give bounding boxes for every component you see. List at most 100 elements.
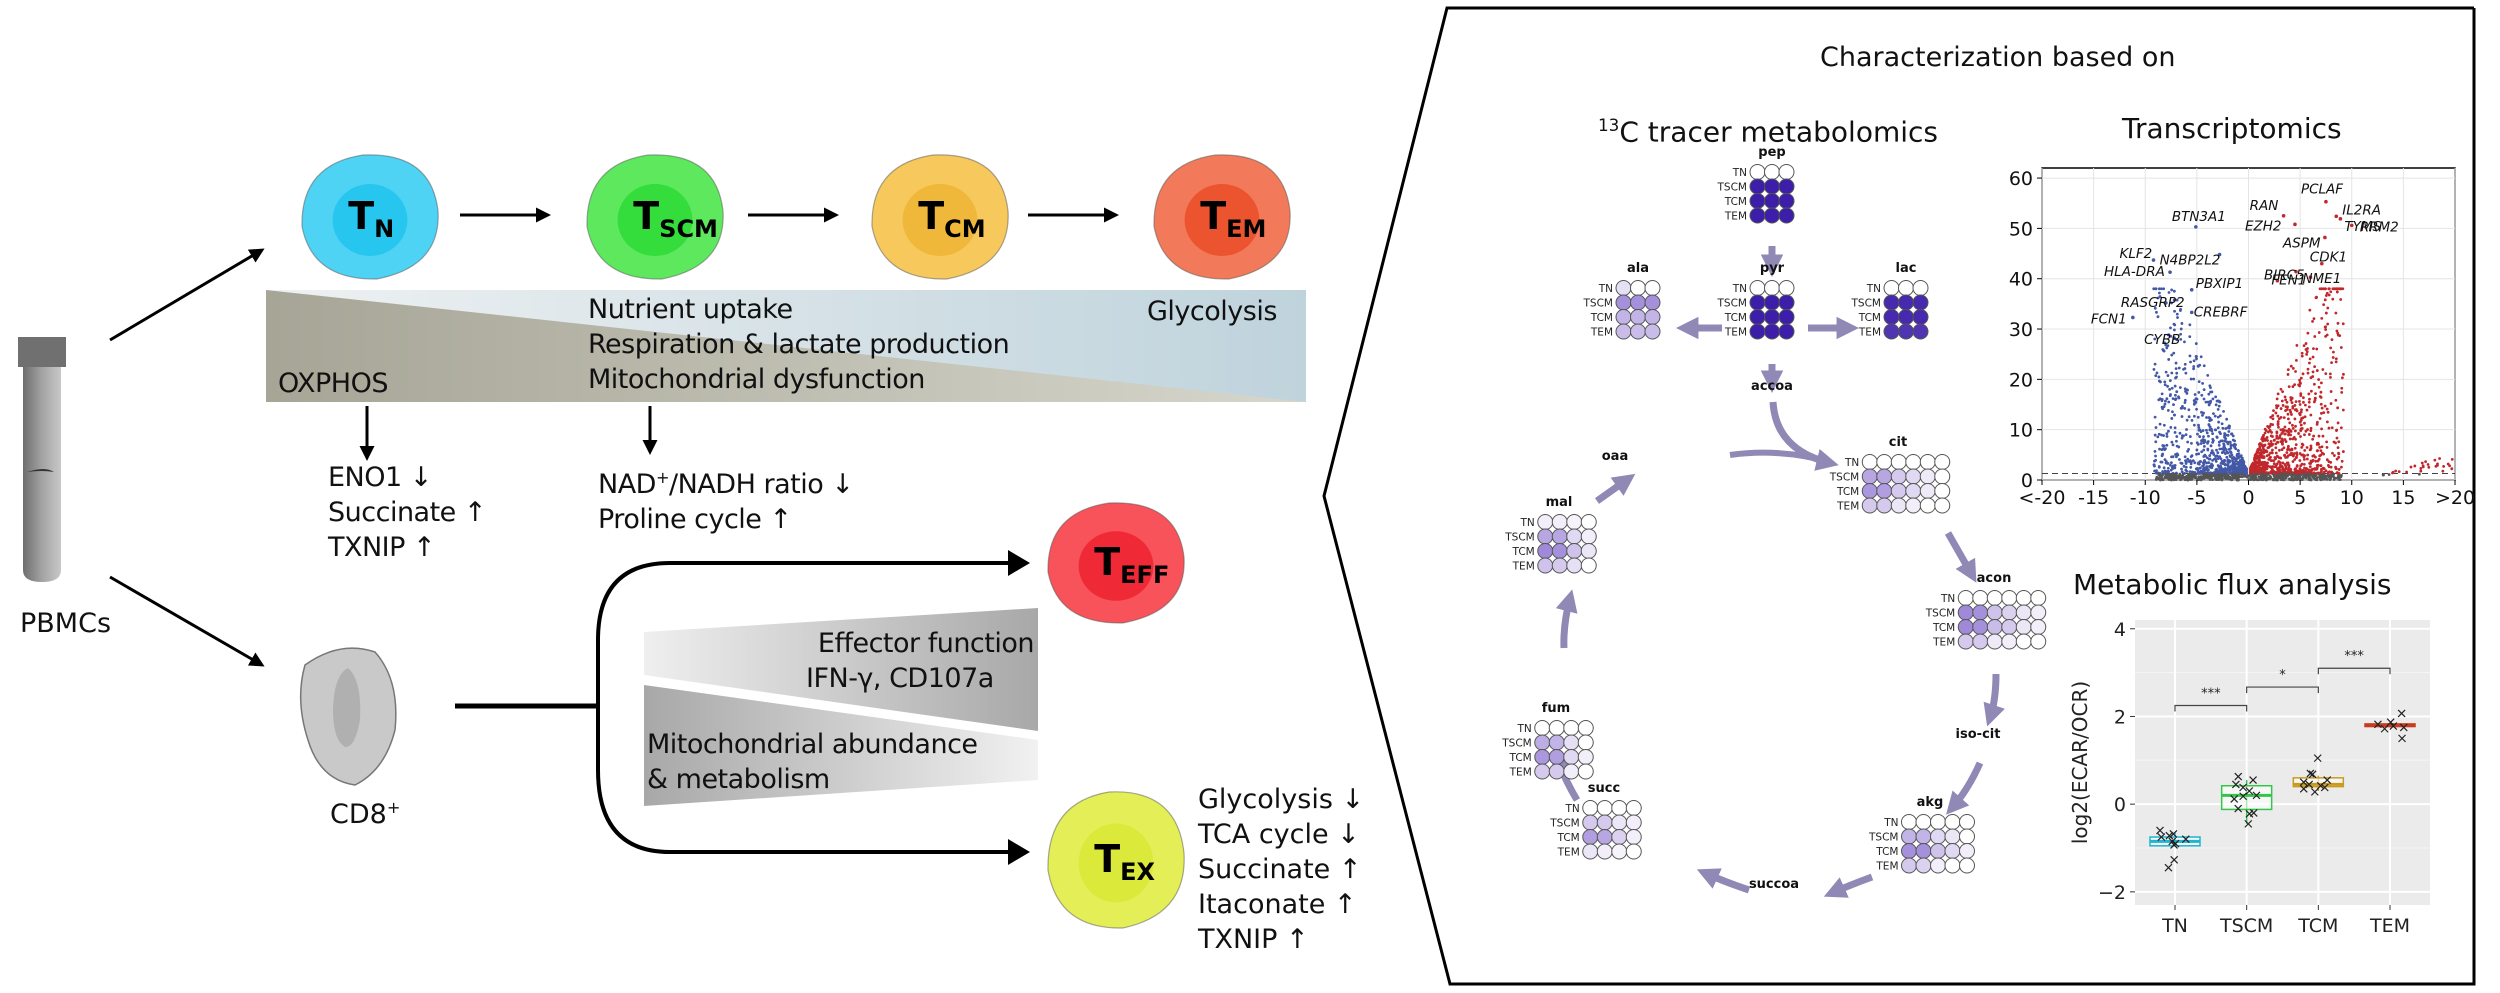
flow-arrow <box>1944 531 1977 583</box>
gene-point <box>2277 467 2281 471</box>
gene-point <box>2218 447 2222 451</box>
gene-point <box>2208 419 2212 422</box>
significance-label: *** <box>2201 687 2221 702</box>
row-label: TSCM <box>1549 818 1579 830</box>
gene-point <box>2192 359 2196 363</box>
gene-point <box>2286 412 2290 416</box>
gene-point <box>2320 411 2323 415</box>
gene-point-ns <box>2268 477 2272 481</box>
isotopologue-dot <box>1625 829 1642 845</box>
gene-point <box>2288 453 2292 457</box>
isotopologue-dot <box>1986 619 2003 635</box>
row-label: TEM <box>1724 211 1747 223</box>
gene-point <box>2316 420 2319 424</box>
gene-label: PCLAF <box>2301 182 2343 198</box>
isotopologue-dot <box>1883 280 1900 296</box>
gene-point <box>2227 447 2231 451</box>
gene-point <box>2177 395 2180 399</box>
isotopologue-dot <box>1883 323 1900 340</box>
gene-point <box>2165 346 2169 350</box>
gene-point <box>2282 429 2286 432</box>
isotopologue-dot <box>1915 828 1932 845</box>
gene-point <box>2153 459 2156 463</box>
gene-point <box>2421 465 2425 469</box>
metabolite-label: ala <box>1627 261 1649 276</box>
cell-tex: TEX <box>1047 791 1185 929</box>
gene-point <box>2175 338 2179 342</box>
metabolite-label: pyr <box>1760 261 1785 276</box>
gene-point <box>2250 464 2253 468</box>
gene-point <box>2160 392 2164 396</box>
gene-point <box>2299 392 2303 396</box>
row-label: TN <box>1732 167 1747 179</box>
isotopologue-dot <box>1890 497 1907 514</box>
gene-point <box>2312 434 2316 438</box>
gene-point-ns <box>2192 475 2196 478</box>
gene-point <box>2256 465 2260 469</box>
isotopologue-dot <box>1534 720 1551 736</box>
gene-point <box>2233 439 2237 443</box>
data-point <box>2398 734 2406 743</box>
gene-point-ns <box>2287 472 2291 476</box>
gene-label: KLF2 <box>2120 246 2153 262</box>
gene-point <box>2217 420 2221 424</box>
isotopologue-dot <box>1930 828 1946 845</box>
gene-point <box>2239 467 2243 470</box>
gene-point-ns <box>2259 474 2263 478</box>
gene-point <box>2320 467 2323 471</box>
isotopologue-dot <box>1582 829 1599 845</box>
gene-point <box>2286 368 2290 372</box>
gene-point <box>2201 413 2204 417</box>
cell-nucleus <box>617 184 693 256</box>
gene-point <box>2281 404 2285 407</box>
gene-point <box>2265 436 2269 439</box>
row-label: TN <box>1516 723 1531 735</box>
gene-point <box>2227 424 2231 428</box>
gene-point <box>2331 451 2334 455</box>
metabolite-label: cit <box>1889 435 1907 450</box>
gene-point <box>2283 425 2287 429</box>
isotopologue-dot <box>1566 557 1583 574</box>
gene-point <box>2294 456 2298 460</box>
gene-point <box>2154 426 2158 429</box>
isotopologue-dot <box>1749 178 1766 195</box>
gene-point <box>2199 460 2203 463</box>
gene-point <box>2300 446 2304 449</box>
gene-point <box>2300 351 2304 355</box>
labeled-gene-point <box>2164 301 2168 305</box>
nad-text: NAD <box>598 469 656 500</box>
gene-point <box>2162 466 2166 470</box>
gene-point <box>2170 288 2174 292</box>
isotopologue-dot <box>1883 309 1900 325</box>
labeled-gene-point <box>2168 270 2172 274</box>
data-point <box>2234 772 2243 781</box>
gene-point <box>2441 469 2445 473</box>
gene-point <box>2301 416 2305 420</box>
x-tick-label: -15 <box>2078 487 2109 509</box>
row-label: TSCM <box>1829 472 1859 484</box>
effector-function-label: Effector function <box>817 628 1035 659</box>
center-effects-list: NAD+/NADH ratio ↓ Proline cycle ↑ <box>598 460 854 537</box>
isotopologue-dot <box>1630 323 1646 340</box>
gene-point <box>2294 443 2298 447</box>
gene-point-ns <box>2163 475 2167 479</box>
gene-point <box>2258 447 2261 450</box>
gene-point <box>2183 362 2187 366</box>
gene-point <box>2217 404 2221 408</box>
gene-point <box>2182 367 2185 371</box>
effect-txnip: TXNIP ↑ <box>328 532 436 563</box>
gene-point <box>2192 402 2196 406</box>
y-tick-label: 10 <box>2009 420 2033 442</box>
gene-point <box>2318 417 2322 420</box>
gene-point-ns <box>2298 478 2302 481</box>
bracket-line <box>2246 686 2319 694</box>
gene-point <box>2235 453 2239 456</box>
gene-point <box>2193 393 2197 396</box>
gene-point <box>2290 451 2293 455</box>
gene-point-ns <box>2185 474 2189 478</box>
gene-point <box>2211 432 2215 436</box>
isotopologue-dot <box>1861 497 1878 514</box>
row-label: TSCM <box>1925 608 1955 620</box>
